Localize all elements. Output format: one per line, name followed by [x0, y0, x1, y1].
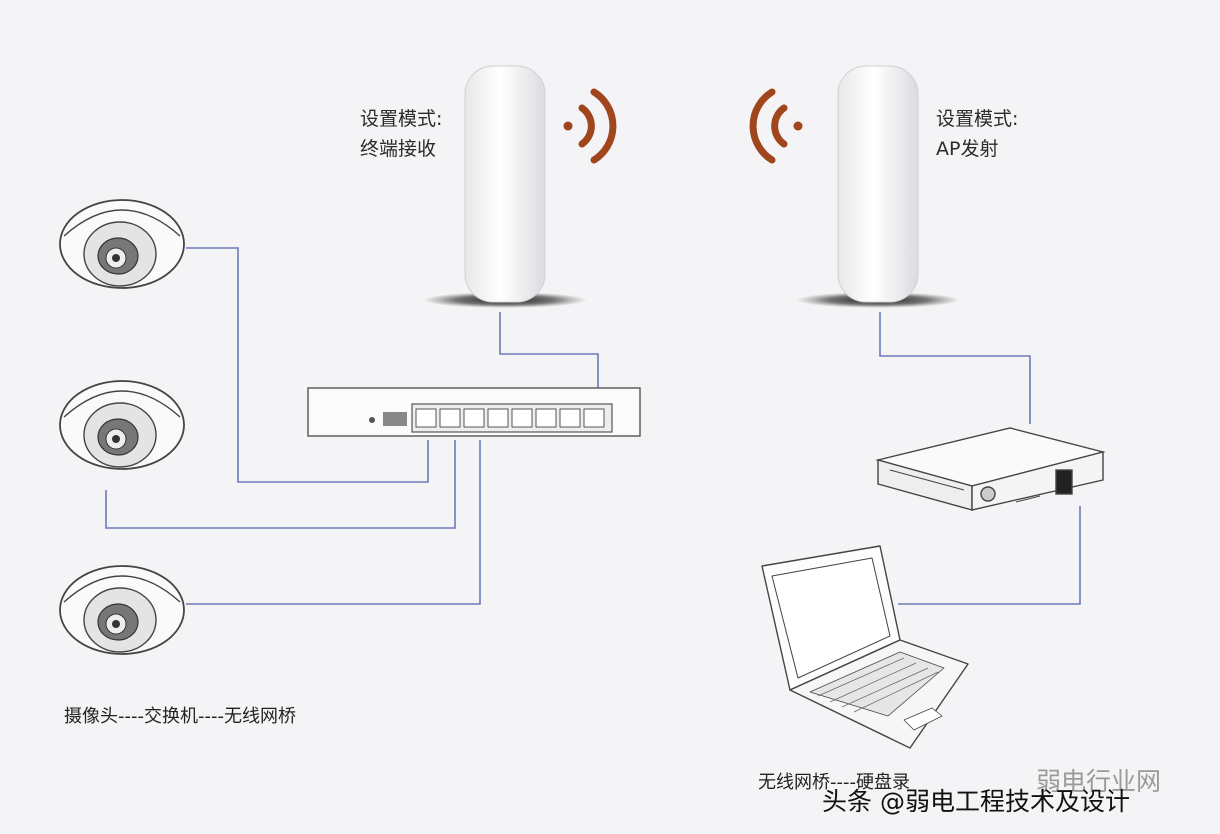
caption-right: 无线网桥----硬盘录 [758, 772, 910, 793]
cable-camera2-switch [105, 440, 456, 529]
cables [105, 247, 1081, 605]
cable-bridge-nvr [879, 312, 1031, 424]
receiver-mode-label: 设置模式: 终端接收 [360, 104, 442, 164]
wifi-signal-icon [749, 88, 803, 164]
wifi-signal-icon [563, 88, 617, 164]
dome-camera-icon [59, 565, 185, 655]
wireless-bridge-icon [796, 65, 960, 308]
transmitter-mode-line2: AP发射 [936, 138, 999, 160]
cable-nvr-laptop [898, 506, 1081, 605]
network-switch-icon [307, 387, 641, 437]
wireless-bridge-icon [423, 65, 587, 308]
nvr-recorder-icon [875, 427, 1106, 511]
cable-bridge-switch [499, 312, 599, 394]
cable-camera1-switch [186, 247, 429, 483]
watermark-faint: 弱电行业网 [1036, 767, 1162, 796]
cable-camera3-switch [186, 440, 481, 605]
transmitter-mode-label: 设置模式: AP发射 [936, 104, 1018, 164]
transmitter-mode-line1: 设置模式: [936, 108, 1019, 130]
watermark: 头条 @弱电工程技术及设计 [822, 787, 1130, 816]
receiver-mode-line2: 终端接收 [360, 138, 437, 160]
caption-left: 摄像头----交换机----无线网桥 [64, 706, 296, 727]
laptop-icon [761, 545, 969, 749]
dome-camera-icon [59, 199, 185, 289]
receiver-mode-line1: 设置模式: [360, 108, 443, 130]
dome-camera-icon [59, 380, 185, 470]
